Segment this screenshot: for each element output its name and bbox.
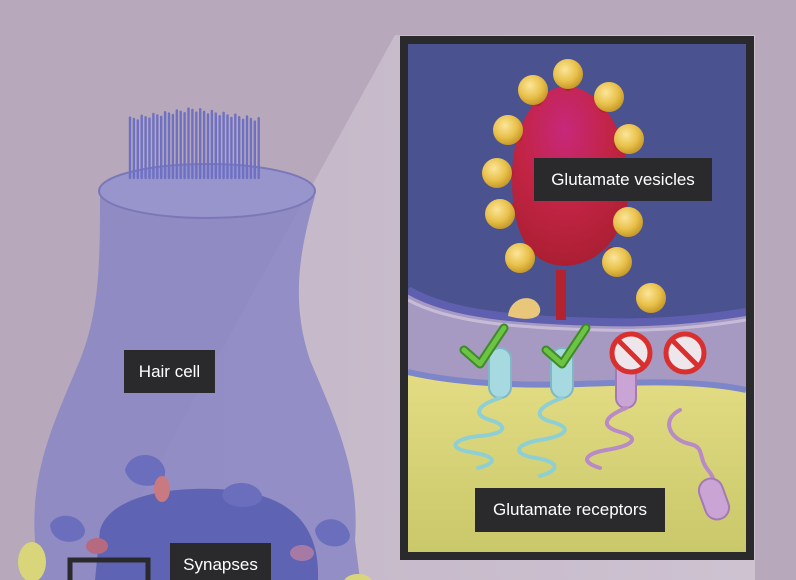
presynaptic-membrane-edge xyxy=(408,298,746,332)
mini-vesicle xyxy=(86,538,108,554)
glutamate-molecule xyxy=(614,124,644,154)
glutamate-molecule xyxy=(613,207,643,237)
glutamate-molecule xyxy=(518,75,548,105)
nerve-terminal xyxy=(344,574,372,580)
glutamate-molecule xyxy=(594,82,624,112)
glutamate-molecule xyxy=(493,115,523,145)
mini-vesicle xyxy=(154,476,170,502)
receptor-active-1 xyxy=(453,347,512,470)
synapse-bulb xyxy=(222,482,263,508)
released-glutamate xyxy=(508,298,541,319)
glutamate-molecule xyxy=(485,199,515,229)
receptor-blocked-2 xyxy=(667,408,731,521)
glutamate-molecule xyxy=(505,243,535,273)
synapse-bulb xyxy=(50,515,86,542)
receptor-tail xyxy=(517,396,567,478)
synapse-bulb xyxy=(315,519,350,547)
glutamate-vesicles-label: Glutamate vesicles xyxy=(534,158,712,201)
glutamate-molecule xyxy=(482,158,512,188)
stereocilia-bundle xyxy=(128,107,260,180)
vesicle-stalk xyxy=(556,270,566,320)
nerve-terminal xyxy=(18,542,46,580)
glutamate-molecule xyxy=(602,247,632,277)
presynaptic-membrane xyxy=(408,286,746,327)
zoom-box xyxy=(67,557,151,580)
receptor-channel xyxy=(488,347,512,399)
synapses-label: Synapses xyxy=(170,543,271,580)
check-icon-inner xyxy=(543,325,589,367)
receptor-channel xyxy=(697,477,731,521)
hair-cell-label: Hair cell xyxy=(124,350,215,393)
receptor-tail xyxy=(585,406,635,470)
glutamate-receptors-label: Glutamate receptors xyxy=(475,488,665,532)
receptor-tail xyxy=(453,396,505,470)
postsynaptic-membrane xyxy=(408,369,746,393)
glutamate-molecules xyxy=(482,59,666,313)
no-entry-icon xyxy=(609,331,653,375)
glutamate-molecule xyxy=(553,59,583,89)
check-icon-inner xyxy=(461,325,507,367)
mini-vesicle xyxy=(290,545,314,561)
inset-zoom xyxy=(408,44,746,552)
no-entry-icon xyxy=(663,331,707,375)
glutamate-molecule xyxy=(636,283,666,313)
synapse-bulb xyxy=(125,455,166,486)
